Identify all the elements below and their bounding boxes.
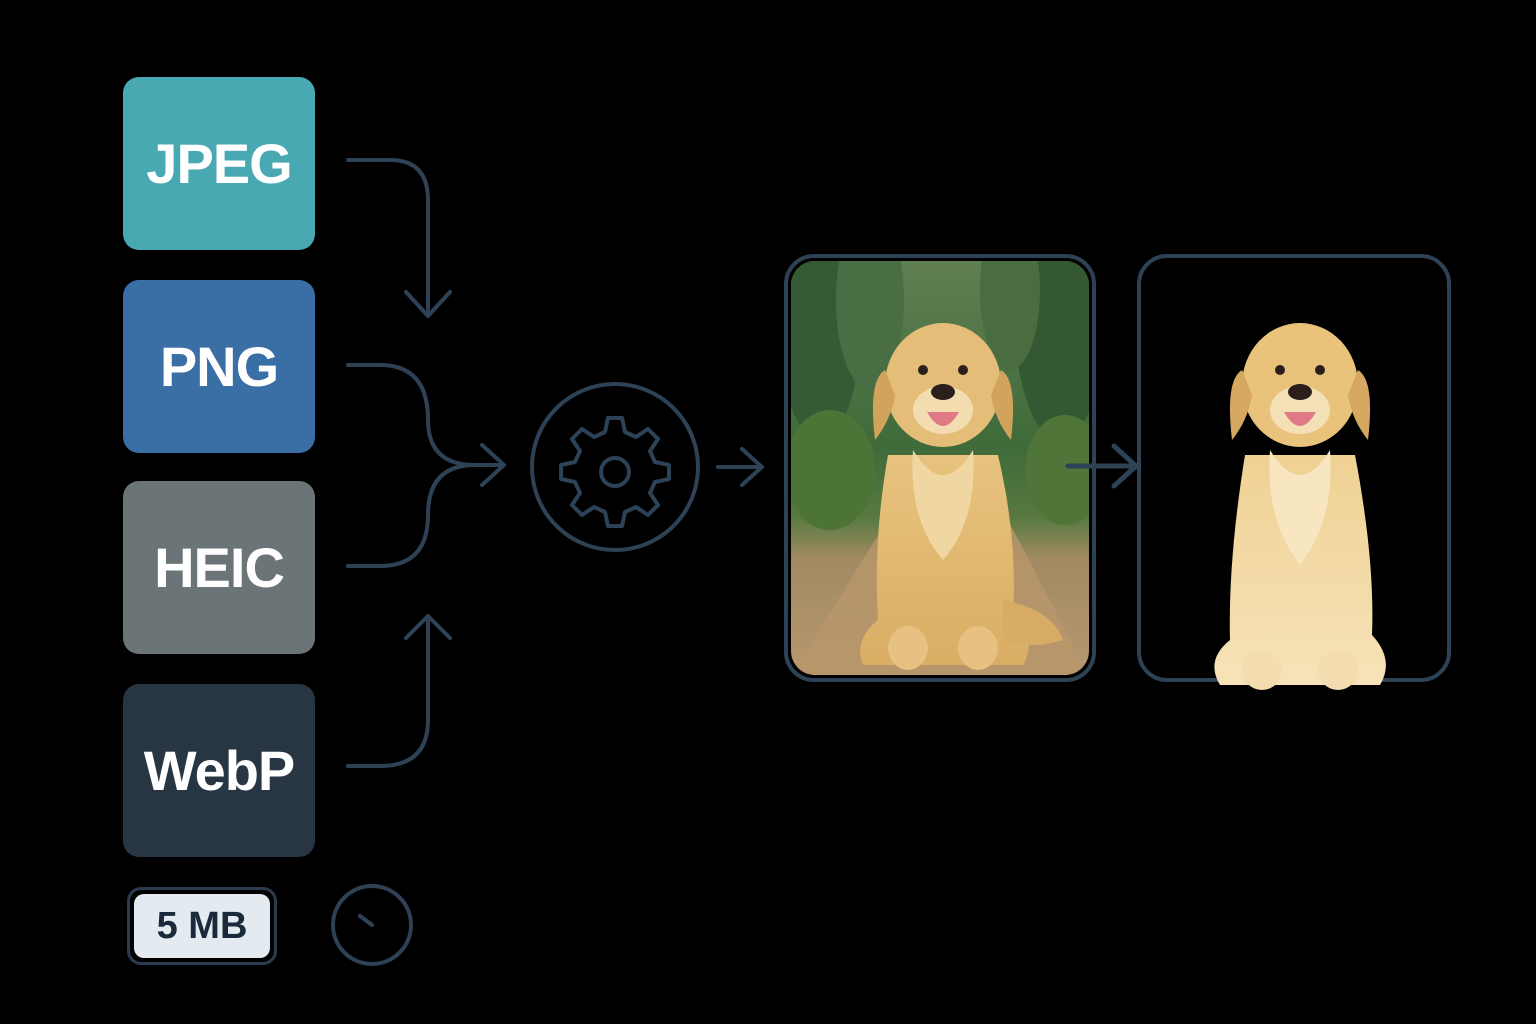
clock-icon [331, 884, 413, 966]
size-limit-label: 5 MB [134, 894, 270, 958]
arrowhead-up-icon [404, 614, 452, 640]
size-limit-badge: 5 MB [127, 887, 277, 965]
connector-png [346, 363, 502, 467]
arrowhead-down-icon [404, 290, 452, 318]
arrowhead-right-icon [480, 443, 506, 487]
format-tile-jpeg: JPEG [123, 77, 315, 250]
format-tile-png: PNG [123, 280, 315, 453]
output-photo-frame [1137, 254, 1451, 690]
dog-photo-with-background [791, 261, 1089, 675]
arrow-to-output [1065, 443, 1139, 489]
gear-icon [559, 416, 671, 528]
arrowhead-right-icon [740, 447, 764, 487]
dog-photo-background-removed [1214, 323, 1386, 690]
connector-lines [346, 158, 506, 768]
format-tile-webp: WebP [123, 684, 315, 857]
connector-heic [346, 463, 477, 568]
input-photo-frame [784, 254, 1096, 682]
arrowhead-right-icon [1111, 443, 1139, 489]
process-node [530, 382, 700, 552]
arrow-to-input [716, 447, 764, 487]
connector-jpeg [346, 158, 430, 314]
connector-webp [346, 616, 430, 768]
format-tile-heic: HEIC [123, 481, 315, 654]
